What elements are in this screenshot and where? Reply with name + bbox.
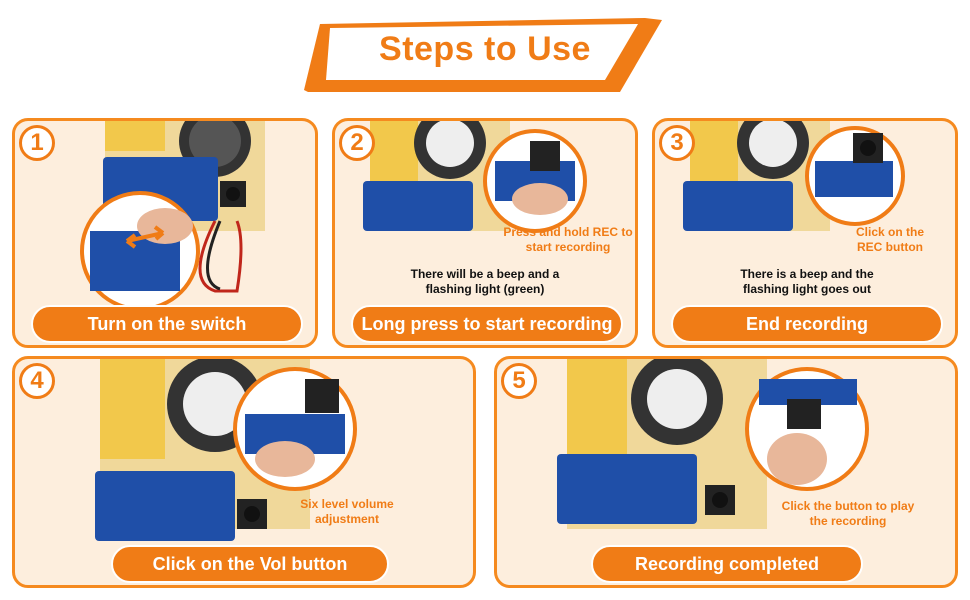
step-3-number: 3 — [659, 125, 695, 161]
step-5-illustration — [557, 359, 869, 529]
step-3-caption: There is a beep and the flashing light g… — [740, 267, 874, 296]
page-title: Steps to Use — [379, 30, 591, 68]
step-1-number: 1 — [19, 125, 55, 161]
step-2-illustration — [363, 121, 587, 233]
step-3-label: End recording — [671, 305, 943, 343]
step-4-number: 4 — [19, 363, 55, 399]
step-1-label: Turn on the switch — [31, 305, 303, 343]
step-5-label: Recording completed — [591, 545, 863, 583]
title-banner-shape — [304, 18, 662, 92]
title-banner: Steps to Use — [300, 14, 670, 96]
step-4-illustration — [95, 359, 357, 541]
step-2-callout: Press and hold REC to start recording — [503, 225, 633, 254]
step-5-callout: Click the button to play the recording — [781, 499, 915, 528]
step-3-illustration — [683, 121, 905, 231]
step-3-callout: Click on the REC button — [855, 225, 924, 254]
step-4-label: Click on the Vol button — [111, 545, 389, 583]
step-card-5: 5 Click the button to play the recording… — [494, 356, 958, 588]
step-2-number: 2 — [339, 125, 375, 161]
step-card-2: 2 Press and hold REC to start recording … — [332, 118, 638, 348]
step-5-number: 5 — [501, 363, 537, 399]
step-card-1: 1 Turn on the switch — [12, 118, 318, 348]
step-2-caption: There will be a beep and a flashing ligh… — [410, 267, 560, 296]
step-card-3: 3 Click on the REC button There is a bee… — [652, 118, 958, 348]
step-1-illustration — [80, 121, 265, 311]
step-2-label: Long press to start recording — [351, 305, 623, 343]
step-4-callout: Six level volume adjustment — [300, 497, 394, 526]
step-card-4: 4 Six level volume adjustment Click on t… — [12, 356, 476, 588]
